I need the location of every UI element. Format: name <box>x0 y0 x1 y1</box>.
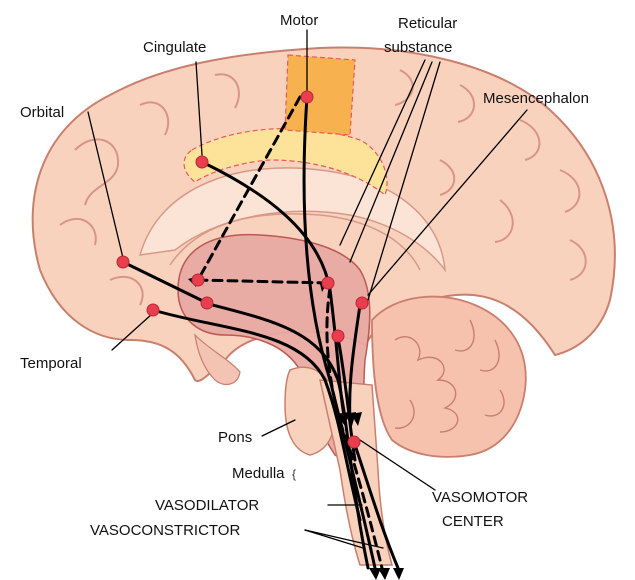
reticular-node-mid <box>332 330 344 342</box>
label-pons: Pons <box>218 429 252 446</box>
motor-area <box>285 55 355 135</box>
motor-node <box>301 91 313 103</box>
arrowhead <box>378 568 390 580</box>
cingulate-node <box>196 156 208 168</box>
temporal-node <box>147 304 159 316</box>
label-reticular-line2: substance <box>384 39 452 56</box>
label-mesencephalon: Mesencephalon <box>483 90 589 107</box>
label-medulla: Medulla <box>232 465 285 482</box>
reticular-node-right <box>322 277 334 289</box>
label-vasoconstrictor: VASOCONSTRICTOR <box>90 522 240 539</box>
mesencephalon-node <box>356 297 368 309</box>
label-cingulate: Cingulate <box>143 39 206 56</box>
reticular-node-left <box>192 274 204 286</box>
label-vasodilator: VASODILATOR <box>155 497 259 514</box>
vasomotor-node <box>348 436 360 448</box>
orbital-node <box>117 256 129 268</box>
label-medulla-mark: { <box>292 467 296 481</box>
arrowhead <box>393 568 404 580</box>
reticular-node-lower <box>201 297 213 309</box>
label-orbital: Orbital <box>20 104 64 121</box>
label-temporal: Temporal <box>20 355 82 372</box>
label-vasomotor-line2: CENTER <box>442 513 504 530</box>
label-reticular-line1: Reticular <box>398 15 457 32</box>
label-vasomotor-line1: VASOMOTOR <box>432 489 528 506</box>
brainstem <box>285 367 392 565</box>
label-motor: Motor <box>280 12 318 29</box>
cerebellum <box>372 297 526 457</box>
